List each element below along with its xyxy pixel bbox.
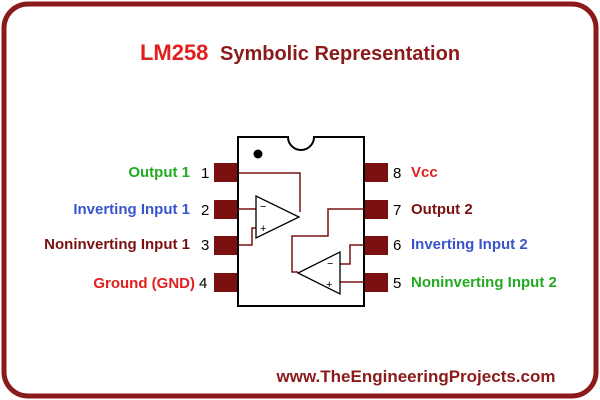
pin-1-label: Output 1 — [128, 164, 190, 181]
pin-7-number: 7 — [393, 202, 401, 219]
pin-8 — [364, 163, 388, 182]
title-text: Symbolic Representation — [220, 43, 460, 65]
pin-4 — [214, 273, 238, 292]
svg-text:LM258 Symbolic Represent: LM258 Symbolic Representation — [140, 40, 460, 65]
pin-8-number: 8 — [393, 165, 401, 182]
pin-5-number: 5 — [393, 275, 401, 292]
pin-2 — [214, 200, 238, 219]
amp2-output-wire — [291, 208, 364, 273]
pin-6-label: Inverting Input 2 — [411, 236, 528, 253]
pin-5-label: Noninverting Input 2 — [411, 274, 557, 291]
amplifier-1: − + — [238, 172, 301, 246]
amp1-minus-sign: − — [260, 201, 266, 213]
page-title: LM258 Symbolic Representation — [140, 40, 460, 65]
amp1-output-wire — [238, 172, 301, 212]
amp1-plus-sign: + — [260, 223, 266, 235]
pin-6 — [364, 236, 388, 255]
amp2-inverting-wire — [340, 244, 364, 265]
pin-7-label: Output 2 — [411, 201, 473, 218]
pin-3-number: 3 — [201, 237, 209, 254]
pin-3 — [214, 236, 238, 255]
amp1-noninverting-wire — [238, 227, 256, 246]
footer-url: www.TheEngineeringProjects.com — [276, 367, 556, 386]
pin-1-number: 1 — [201, 165, 209, 182]
title-part-number: LM258 — [140, 40, 208, 65]
amplifier-2: − + — [291, 208, 364, 296]
amp2-minus-sign: − — [327, 258, 333, 270]
pin-5 — [364, 273, 388, 292]
pin-2-number: 2 — [201, 202, 209, 219]
pin-4-number: 4 — [199, 275, 207, 292]
pin-2-label: Inverting Input 1 — [73, 201, 190, 218]
pin1-marker-dot — [253, 149, 263, 159]
pin-6-number: 6 — [393, 237, 401, 254]
amp2-plus-sign: + — [326, 279, 332, 291]
amp2-triangle — [296, 250, 341, 296]
amp1-triangle — [255, 194, 301, 240]
pin-3-label: Noninverting Input 1 — [44, 236, 190, 253]
pin-1 — [214, 163, 238, 182]
pin-4-label: Ground (GND) — [93, 275, 195, 292]
pin-8-label: Vcc — [411, 164, 438, 181]
pin-7 — [364, 200, 388, 219]
